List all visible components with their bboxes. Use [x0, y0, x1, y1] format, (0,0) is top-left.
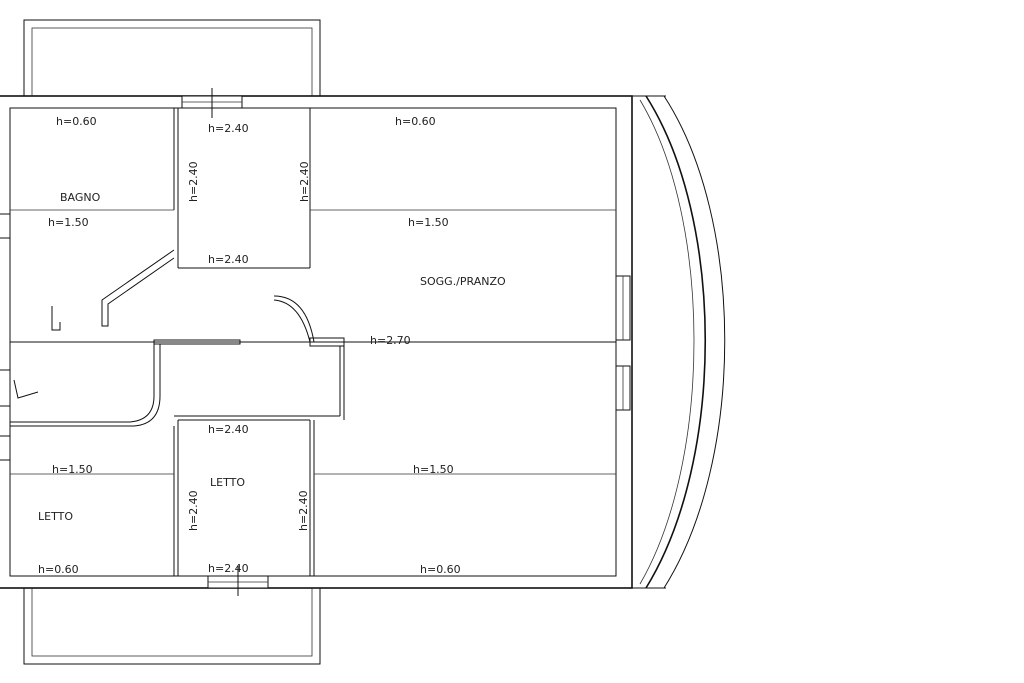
- height-closet-right: h=2.40: [298, 161, 311, 202]
- height-closet-bottom: h=2.40: [208, 253, 249, 266]
- room-letto-center-label: LETTO: [210, 476, 245, 489]
- room-letto-left-label: LETTO: [38, 510, 73, 523]
- balcony-top: [23, 19, 321, 97]
- window-bottom-center: [207, 566, 269, 596]
- height-hall: h=2.70: [370, 334, 411, 347]
- height-bagno-mid: h=1.50: [48, 216, 89, 229]
- bay-balcony: [639, 95, 726, 589]
- height-left-bottom: h=0.60: [38, 563, 79, 576]
- balcony-bottom: [23, 587, 321, 665]
- window-top-closet: [181, 88, 243, 118]
- height-center-right: h=2.40: [297, 490, 310, 531]
- room-bagno-label: BAGNO: [60, 191, 101, 204]
- height-center-top: h=2.40: [208, 423, 249, 436]
- height-bagno-top: h=0.60: [56, 115, 97, 128]
- height-left-mid: h=1.50: [52, 463, 93, 476]
- window-right-upper: [615, 275, 631, 341]
- room-soggiorno-label: SOGG./PRANZO: [420, 275, 506, 288]
- height-closet-left: h=2.40: [187, 161, 200, 202]
- height-center-bottom: h=2.40: [208, 562, 249, 575]
- height-closet-top: h=2.40: [208, 122, 249, 135]
- interior-walls: [10, 108, 616, 576]
- height-right-bottom: h=0.60: [420, 563, 461, 576]
- window-right-lower: [615, 365, 631, 411]
- height-living-mid: h=1.50: [408, 216, 449, 229]
- height-living-top: h=0.60: [395, 115, 436, 128]
- height-center-left: h=2.40: [187, 490, 200, 531]
- window-left-lower: [0, 435, 11, 461]
- entrance-door: [0, 369, 39, 407]
- height-right-mid: h=1.50: [413, 463, 454, 476]
- window-left-upper: [0, 213, 11, 239]
